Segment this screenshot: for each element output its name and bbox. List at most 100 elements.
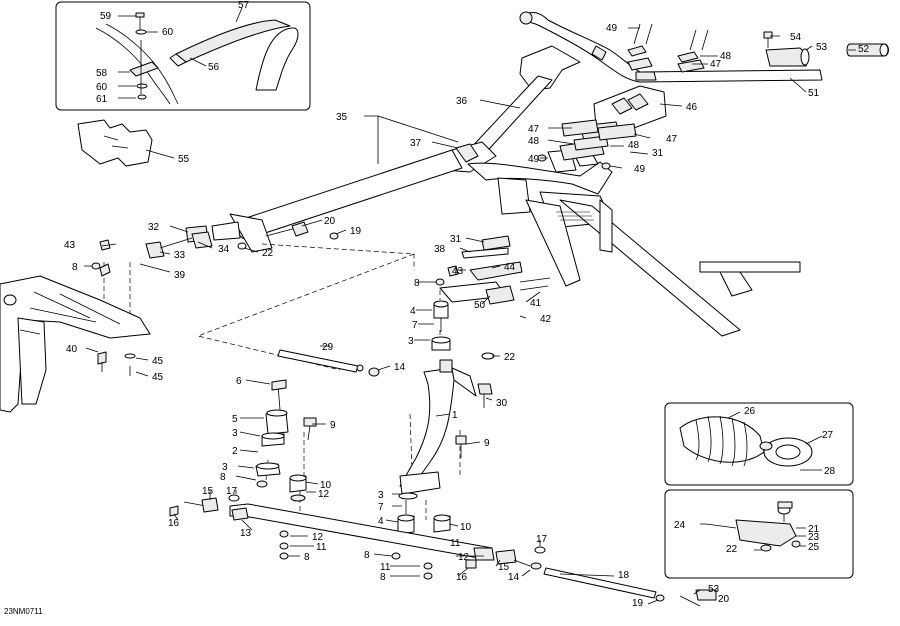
callout-7: 7 [412,320,418,331]
callout-16: 16 [168,518,180,529]
callout-49: 49 [606,23,618,34]
tie-rod-18 [543,567,717,607]
callout-2: 2 [232,446,238,457]
callout-53: 53 [708,584,720,595]
frame-structure [467,121,801,337]
callout-46: 46 [686,102,698,113]
callout-61: 61 [96,94,108,105]
callout-20: 20 [324,216,336,227]
callout-3: 3 [232,428,238,439]
callout-38: 38 [434,244,446,255]
detail-box-ball-joint [664,489,854,579]
callout-13: 13 [240,528,252,539]
ball-joint-detail [705,501,801,552]
callout-41: 41 [530,298,542,309]
callout-31: 31 [652,148,664,159]
detail-box-boot [664,402,854,486]
tie-rod-29 [277,349,380,377]
callout-43: 43 [452,266,464,277]
steering-arm-13 [229,503,495,561]
callout-23: 23 [808,532,820,543]
callout-8: 8 [220,472,226,483]
callout-8: 8 [414,278,420,289]
callout-18: 18 [618,570,630,581]
callout-42: 42 [540,314,552,325]
callout-21: 21 [808,524,820,535]
callout-48: 48 [528,136,540,147]
callout-7: 7 [378,502,384,513]
callout-10: 10 [320,480,332,491]
callout-59: 59 [100,11,112,22]
callout-22: 22 [262,248,274,259]
callout-9: 9 [330,420,336,431]
callout-3: 3 [408,336,414,347]
callout-34: 34 [218,244,230,255]
callout-10: 10 [460,522,472,533]
callout-5: 5 [232,414,238,425]
lower-left-stack [255,379,467,533]
callout-16: 16 [456,572,468,583]
steering-column-lower-1 [399,352,495,495]
callout-52: 52 [858,44,870,55]
leader-lines [84,7,856,605]
callout-30: 30 [496,398,508,409]
callout-8: 8 [72,262,78,273]
callout-11: 11 [450,538,461,549]
callout-8: 8 [304,552,310,563]
callout-4: 4 [378,516,384,527]
callout-50: 50 [474,300,486,311]
callout-40: 40 [66,344,78,355]
callout-1: 1 [452,410,458,421]
lower-center-stack [397,492,418,535]
callout-9: 9 [484,438,490,449]
callout-19: 19 [350,226,362,237]
callout-45: 45 [152,372,164,383]
callout-31: 31 [450,234,462,245]
handlebar-51 [519,11,889,83]
callout-45: 45 [152,356,164,367]
callout-35: 35 [336,112,348,123]
callout-4: 4 [410,306,416,317]
ball-joints [169,494,546,570]
callout-8: 8 [364,550,370,561]
callout-47: 47 [528,124,540,135]
callout-12: 12 [318,489,330,500]
callout-24: 24 [674,520,686,531]
callout-26: 26 [744,406,756,417]
callout-49: 49 [634,164,646,175]
lower-clamp-31-38 [461,235,511,259]
handlebar-pad-detail [95,12,299,105]
callout-51: 51 [808,88,820,99]
boot-detail [679,415,818,471]
callout-44: 44 [504,262,516,273]
small-hardware [279,494,433,580]
dashed-line-column [196,243,415,371]
callout-54: 54 [790,32,802,43]
callout-22: 22 [504,352,516,363]
callout-14: 14 [394,362,406,373]
callout-32: 32 [148,222,160,233]
detail-box-handlebar-pad [55,1,311,111]
callout-43: 43 [64,240,76,251]
left-frame-rail [0,239,151,413]
callout-57: 57 [238,0,250,11]
callout-14: 14 [508,572,520,583]
callout-19: 19 [632,598,644,609]
mid-clamps [537,119,637,170]
upper-clamps [627,23,709,73]
callout-33: 33 [174,250,186,261]
callout-55: 55 [178,154,190,165]
callout-56: 56 [208,62,220,73]
callout-47: 47 [666,134,678,145]
callout-17: 17 [536,534,548,545]
handlebar-pad-55 [77,119,153,167]
callout-8: 8 [380,572,386,583]
callout-11: 11 [316,542,327,553]
callout-3: 3 [378,490,384,501]
drawing-code-label: 23NM0711 [4,607,43,616]
callout-15: 15 [202,486,214,497]
callout-28: 28 [824,466,836,477]
callout-12: 12 [312,532,324,543]
callout-11: 11 [380,562,391,573]
